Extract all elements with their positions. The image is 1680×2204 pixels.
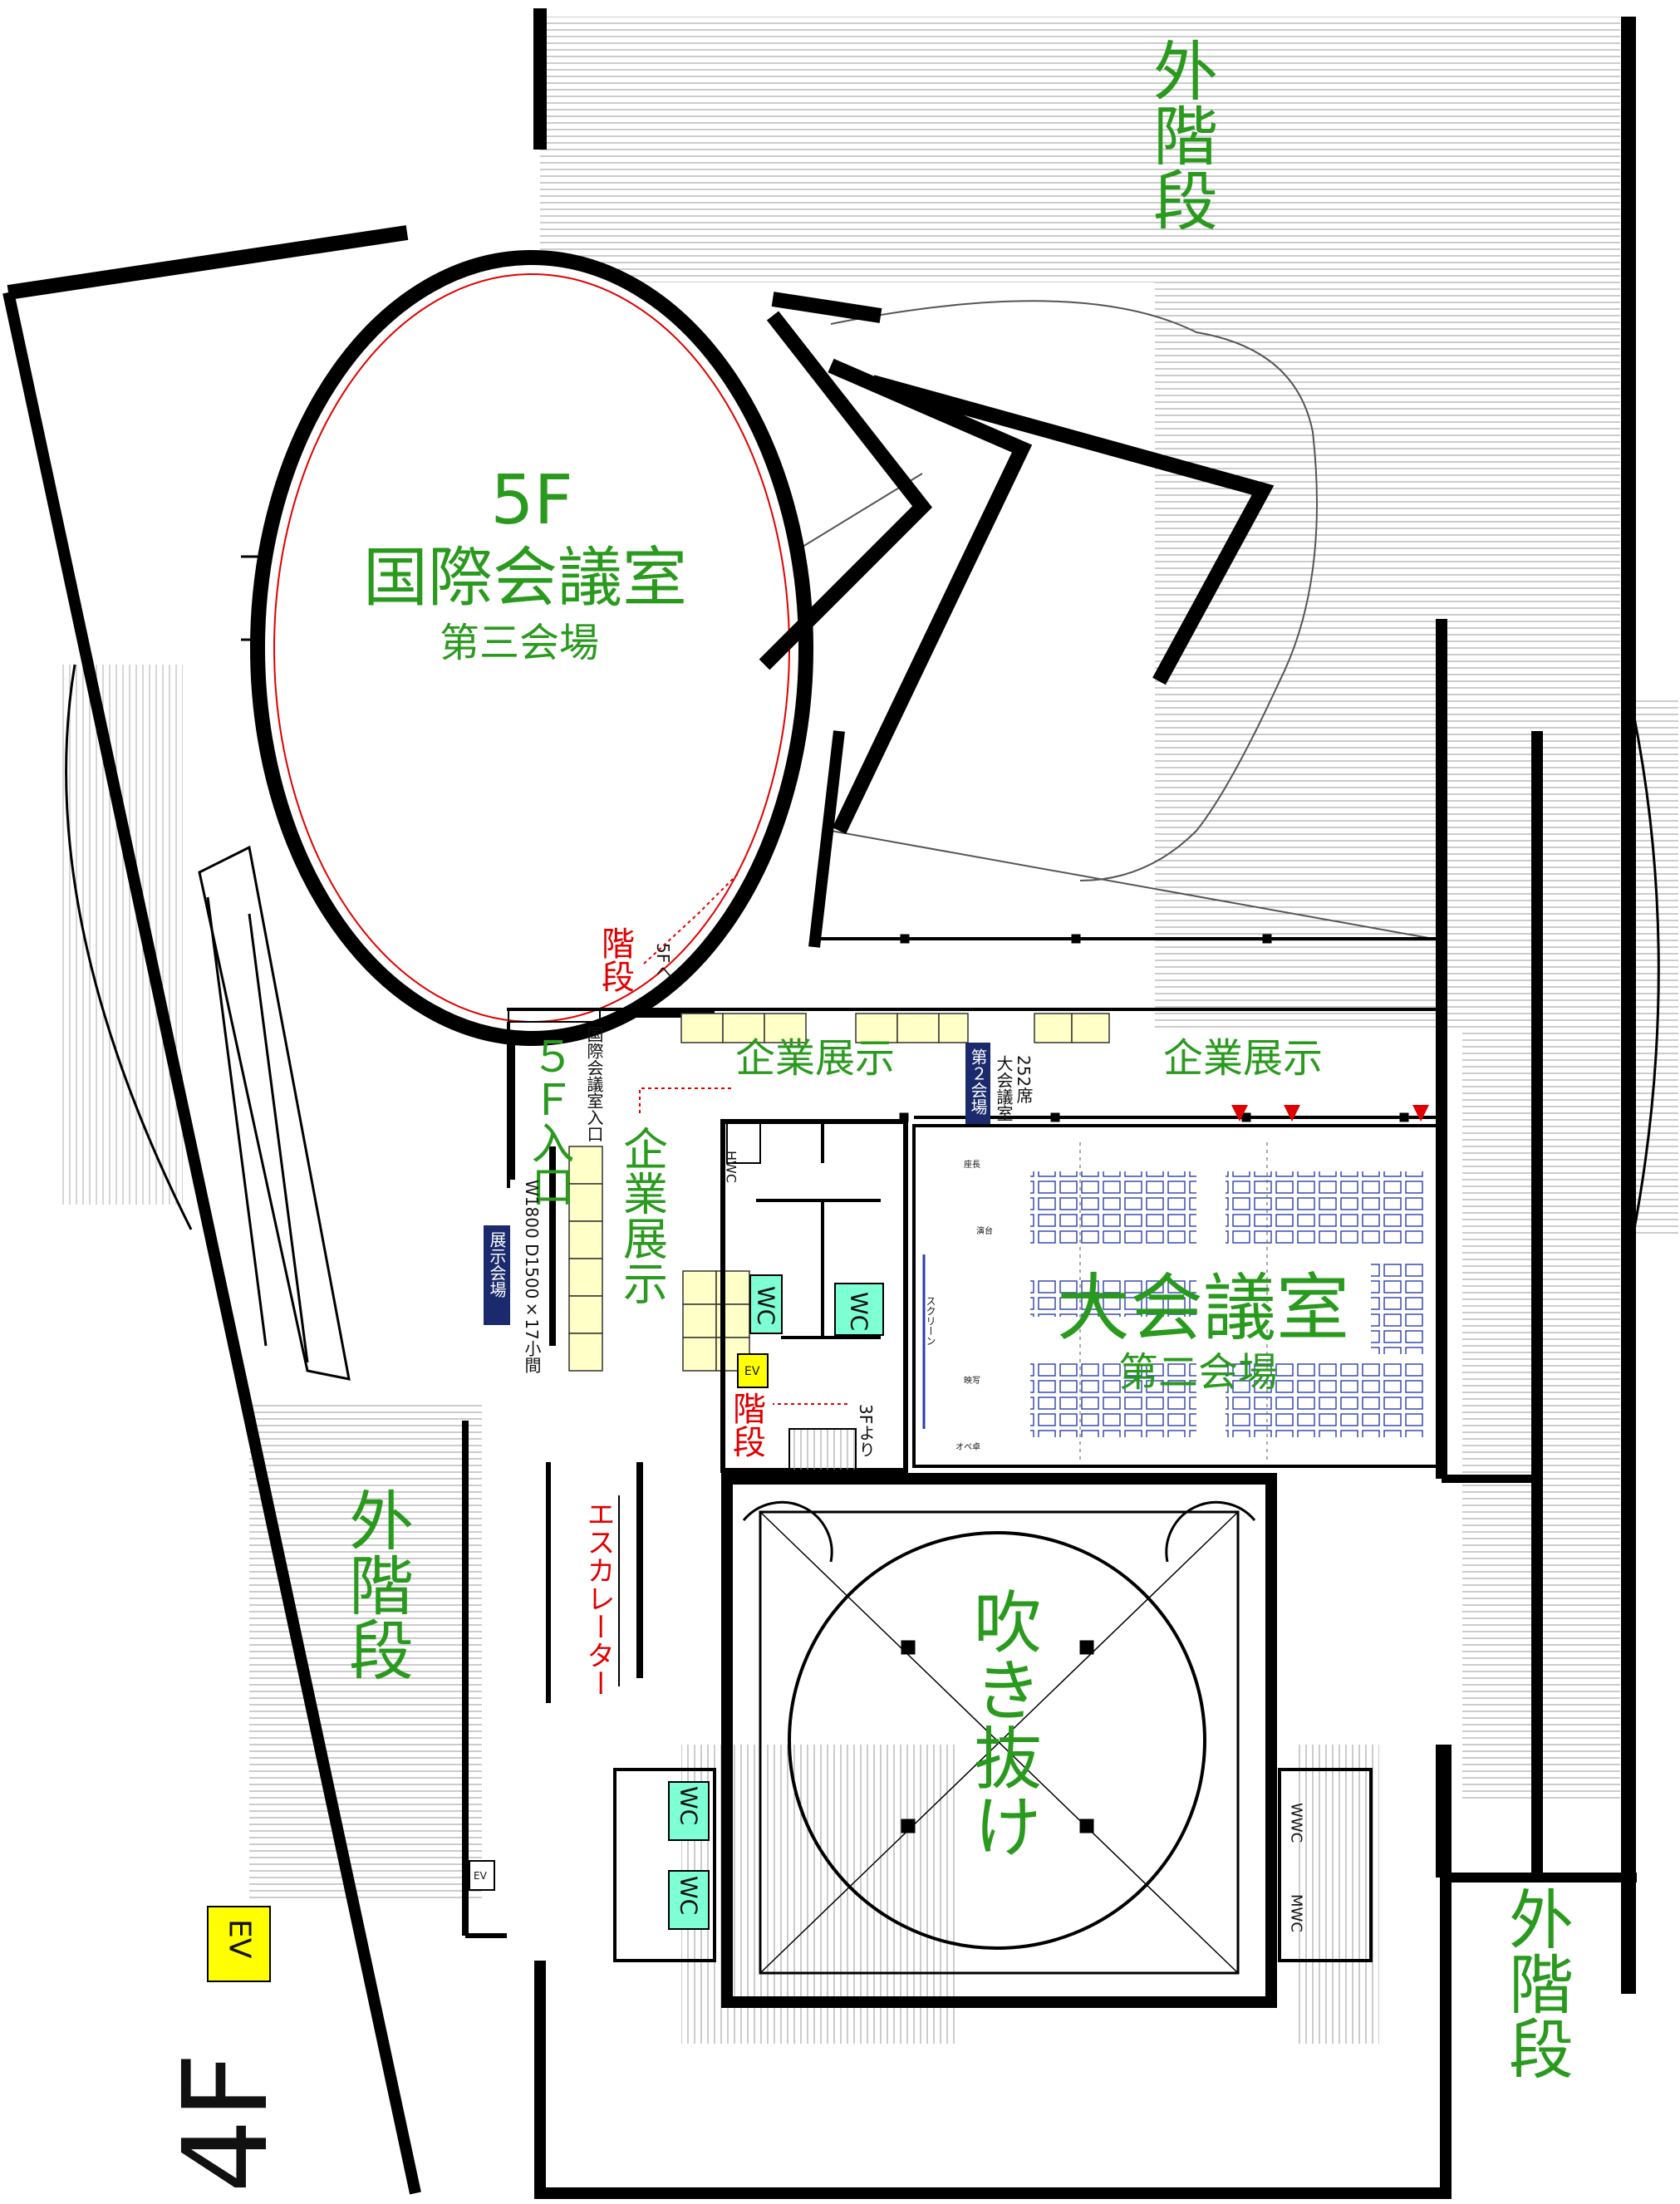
floor-label: 4F xyxy=(159,2052,294,2193)
ev-badge: EV xyxy=(207,1906,271,1982)
inner-stair-mid-label: 階段 xyxy=(727,1392,765,1458)
outer-stair-right-label: 外階段 xyxy=(1498,1886,1573,2080)
intl-venue-name: 第三会場 xyxy=(440,620,599,666)
main-conf-room[interactable]: 大会議室 第二会場 大会議室 252席 スクリーン 座長 演台 映写 オペ卓 xyxy=(912,1055,1439,1468)
operator-label: オペ卓 xyxy=(955,1442,980,1452)
intl-entrance-label: 国際会議室入口 xyxy=(584,1026,604,1142)
atrium-label: 吹き抜け xyxy=(962,1587,1041,1859)
inner-stair-top-label: 階段 xyxy=(596,926,634,993)
main-conf-venue: 第二会場 xyxy=(1118,1349,1278,1396)
intl-conf-room[interactable]: 5F 国際会議室 第三会場 xyxy=(241,250,1275,1046)
stair-arrows xyxy=(639,871,847,1405)
outer-stair-top-label: 外階段 xyxy=(1142,37,1217,232)
wc-label-1: WC xyxy=(753,1286,780,1325)
facility-labels: HWC WC WC EV xyxy=(724,1151,884,1388)
exhibit-label-top-left: 企業展示 xyxy=(735,1035,895,1082)
screen-label: スクリーン xyxy=(925,1296,936,1346)
exhibit-label-top-right: 企業展示 xyxy=(1163,1035,1323,1082)
venue2-badge: 第２会場 xyxy=(965,1043,990,1126)
service-block xyxy=(720,1119,908,1473)
lower-wc: WC WC WWC MWC EV xyxy=(469,1768,1373,1962)
moderator-label: 座長 xyxy=(964,1159,980,1170)
intl-room-name: 国際会議室 xyxy=(363,541,687,616)
svg-text:第２会場: 第２会場 xyxy=(968,1048,988,1115)
projector-label: 映写 xyxy=(964,1376,980,1386)
main-conf-seats-2: 252席 xyxy=(1014,1055,1034,1103)
outer-walls xyxy=(2,8,1660,2199)
hwc-label: HWC xyxy=(724,1151,739,1183)
wc-label-2: WC xyxy=(846,1292,873,1331)
intl-floor-label: 5F xyxy=(490,461,572,540)
from-3f-label: 3Fより xyxy=(856,1404,876,1457)
atrium: 吹き抜け xyxy=(721,1473,1277,2008)
wc-label-4: WC xyxy=(675,1876,703,1915)
entrance-5f[interactable]: ５Ｆ入口 エスカレーター W1800 D1500×17小間 国際会議室入口 xyxy=(507,1009,643,1703)
svg-text:展示会場: 展示会場 xyxy=(487,1231,507,1298)
wwc-label: WWC xyxy=(1288,1803,1305,1843)
ev-label-2: EV xyxy=(474,1870,488,1882)
booth-size-label: W1800 D1500×17小間 xyxy=(522,1180,542,1373)
to-5f-label: 5Fへ xyxy=(653,943,673,979)
entrance-label: ５Ｆ入口 xyxy=(523,1034,573,1207)
podium-label: 演台 xyxy=(976,1225,993,1236)
wc-label-3: WC xyxy=(675,1786,703,1825)
escalator-label: エスカレーター xyxy=(582,1500,615,1697)
main-conf-seats-1: 大会議室 xyxy=(994,1055,1014,1122)
exhibit-hall-badge: 展示会場 xyxy=(484,1225,510,1325)
mwc-label: MWC xyxy=(1288,1894,1305,1932)
outer-stair-left-label: 外階段 xyxy=(338,1487,413,1681)
corridor-walls xyxy=(507,934,1446,1122)
svg-text:EV: EV xyxy=(223,1919,257,1959)
main-conf-name: 大会議室 xyxy=(1057,1265,1349,1351)
ev-label-1: EV xyxy=(744,1365,760,1378)
exhibit-label-vertical: 企業展示 xyxy=(616,1126,668,1305)
